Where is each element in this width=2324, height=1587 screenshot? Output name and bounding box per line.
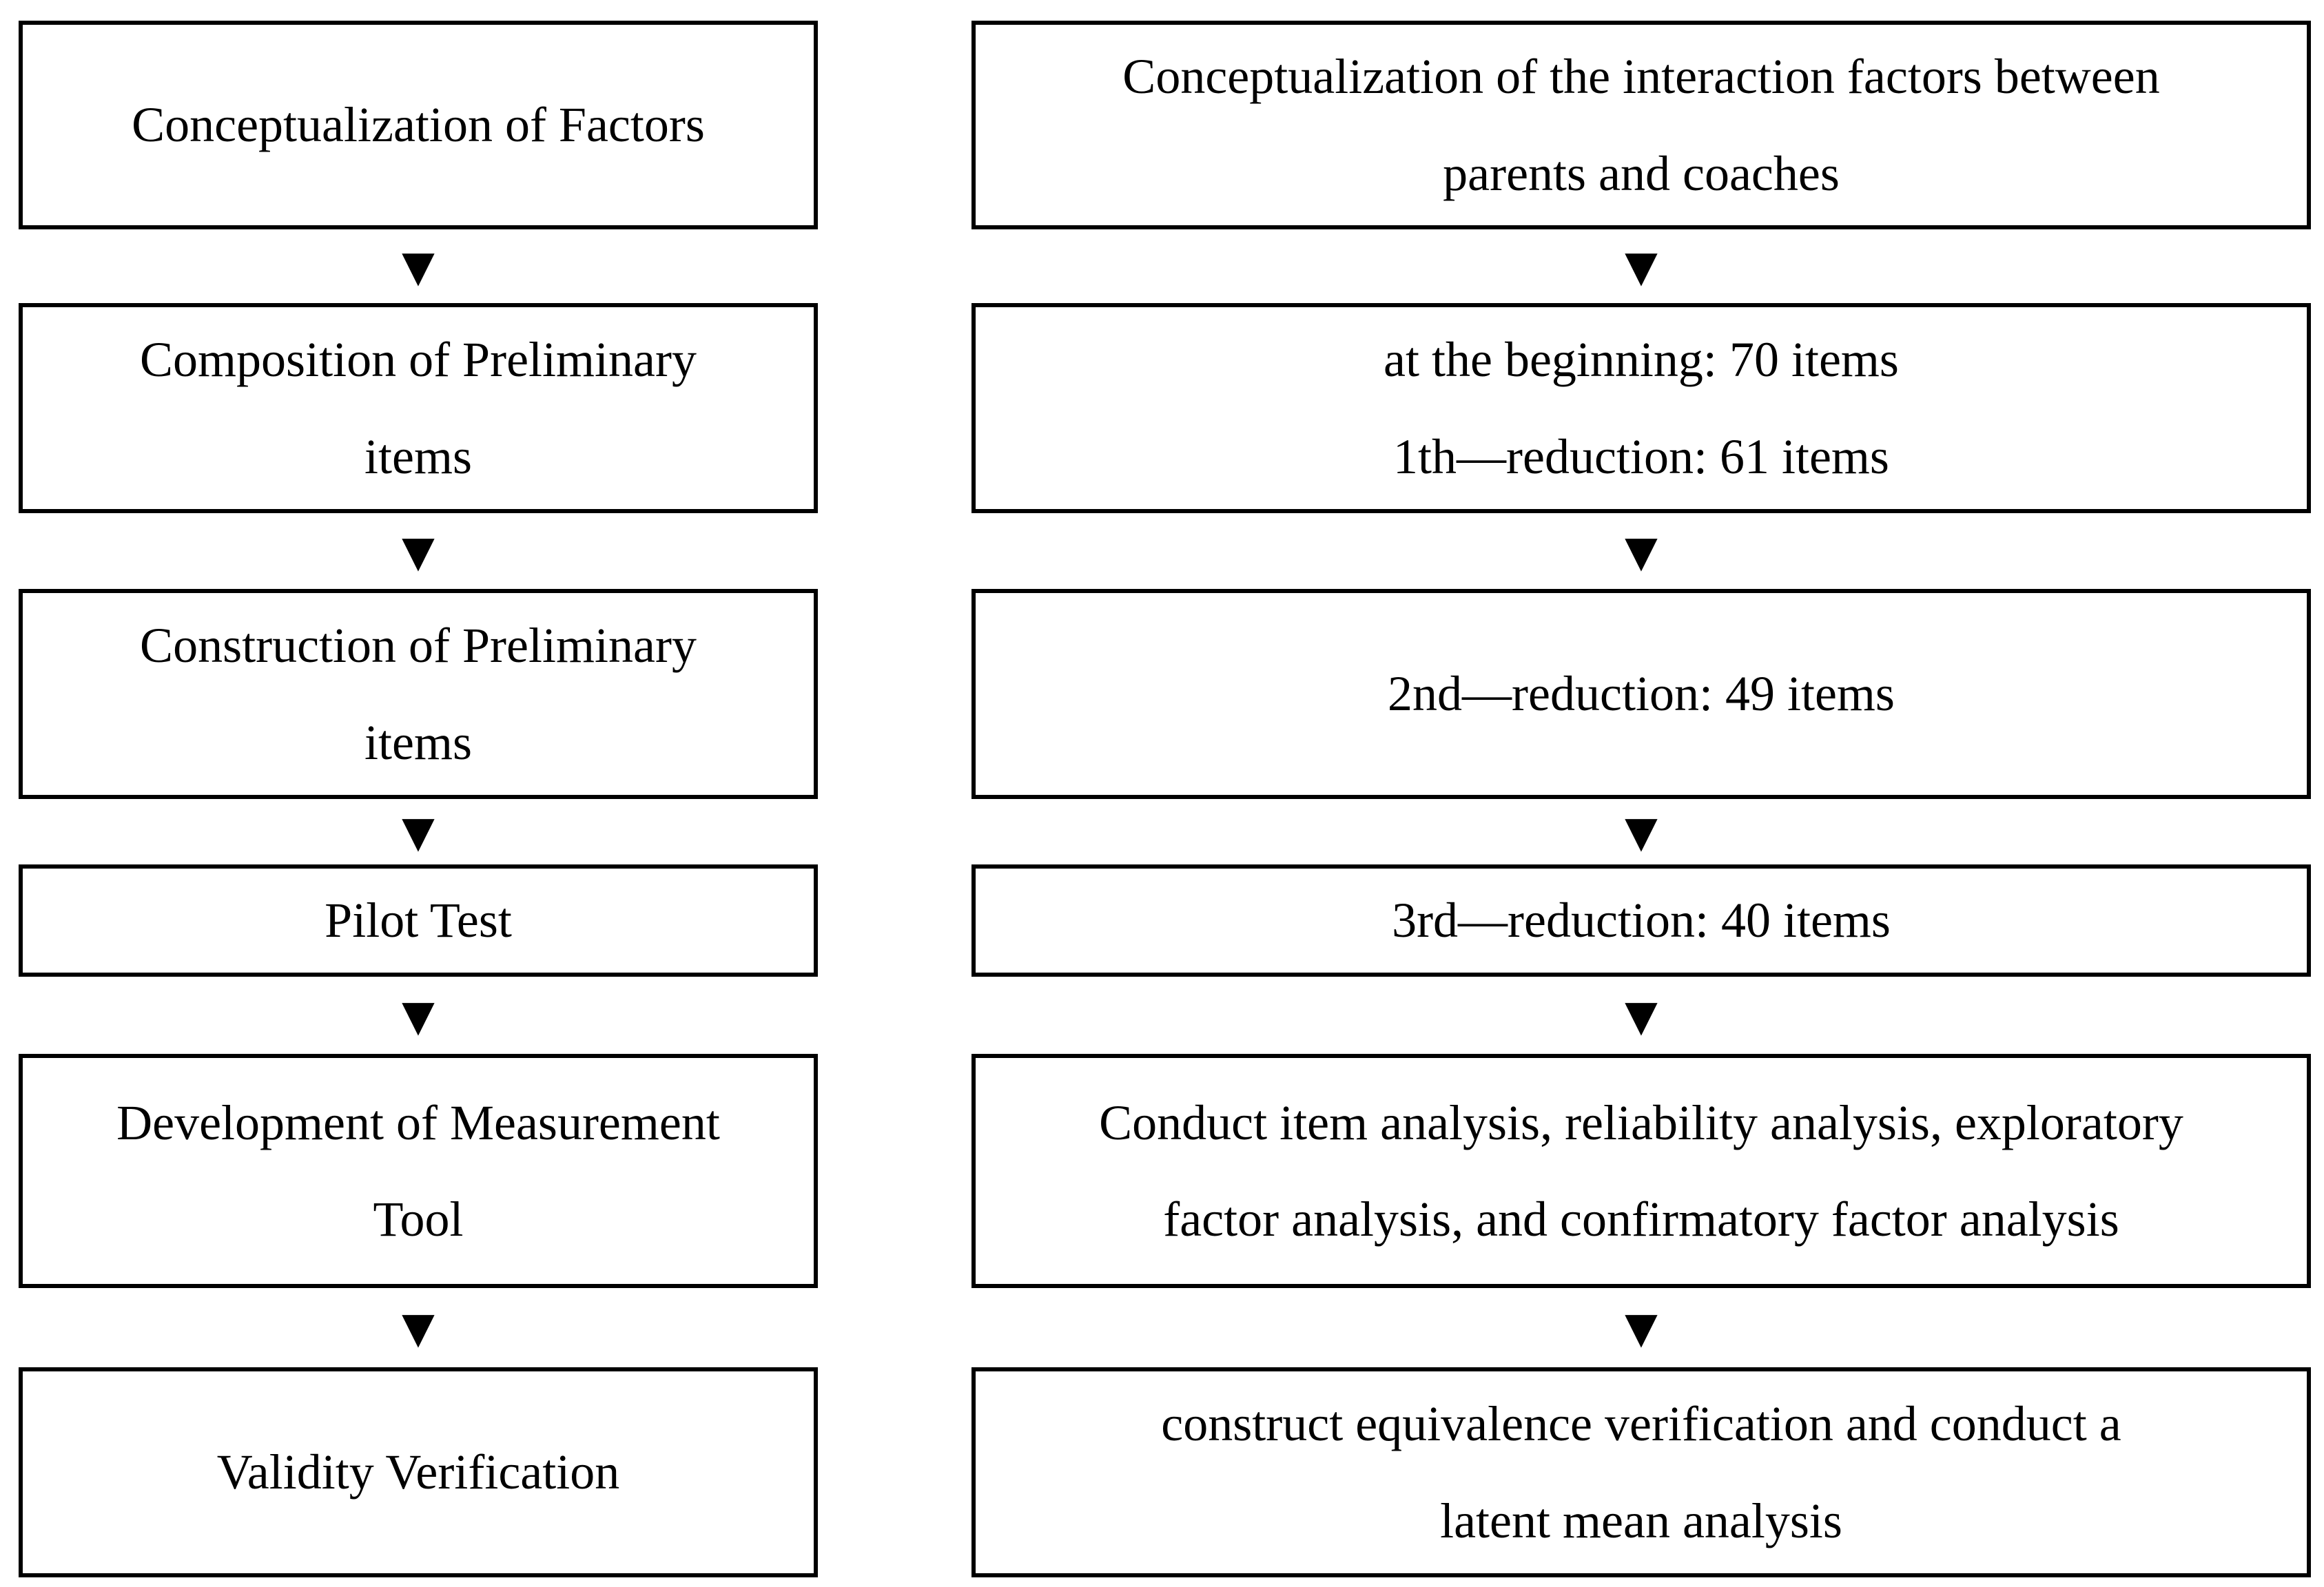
detail-label-line: 3rd—reduction: 40 items	[1392, 893, 1891, 948]
step-pilot-test: Pilot Test	[19, 864, 818, 977]
arrow-down-glyph: ▼	[402, 1303, 435, 1353]
arrow-down-glyph: ▼	[402, 241, 435, 291]
detail-label-line: parents and coaches	[1443, 145, 1840, 201]
arrow-down-glyph: ▼	[1625, 1303, 1658, 1353]
step-label-line: Validity Verification	[216, 1444, 620, 1500]
detail-second-reduction: 2nd—reduction: 49 items	[971, 589, 2311, 799]
arrow-down-icon: ▼	[19, 513, 818, 589]
arrow-down-icon: ▼	[19, 229, 818, 303]
detail-label-line: Conceptualization of the interaction fac…	[1122, 49, 2160, 105]
arrow-down-glyph: ▼	[402, 526, 435, 577]
step-label-line: items	[364, 714, 472, 770]
arrow-down-icon: ▼	[971, 229, 2311, 303]
arrow-down-glyph: ▼	[1625, 241, 1658, 291]
arrow-down-glyph: ▼	[1625, 526, 1658, 577]
detail-label-line: 2nd—reduction: 49 items	[1388, 666, 1895, 722]
arrow-down-icon: ▼	[971, 977, 2311, 1054]
step-conceptualization-of-factors: Conceptualization of Factors	[19, 21, 818, 229]
step-composition-of-preliminary-items: Composition of Preliminary items	[19, 303, 818, 513]
step-label-line: Pilot Test	[325, 893, 512, 948]
arrow-down-icon: ▼	[971, 513, 2311, 589]
detail-label-line: 1th—reduction: 61 items	[1393, 428, 1889, 484]
detail-analyses-conducted: Conduct item analysis, reliability analy…	[971, 1054, 2311, 1288]
arrow-down-icon: ▼	[19, 977, 818, 1054]
step-label-line: Development of Measurement	[116, 1095, 720, 1150]
step-label-line: Construction of Preliminary	[140, 618, 697, 674]
arrow-down-glyph: ▼	[1625, 990, 1658, 1041]
step-label-line: Conceptualization of Factors	[132, 97, 705, 153]
arrow-down-icon: ▼	[19, 1288, 818, 1367]
detail-item-counts-first-reduction: at the beginning: 70 items 1th—reduction…	[971, 303, 2311, 513]
arrow-down-glyph: ▼	[1625, 807, 1658, 857]
detail-third-reduction: 3rd—reduction: 40 items	[971, 864, 2311, 977]
arrow-down-glyph: ▼	[402, 807, 435, 857]
detail-label-line: latent mean analysis	[1440, 1493, 1842, 1548]
arrow-down-icon: ▼	[971, 1288, 2311, 1367]
detail-conceptualization-interaction: Conceptualization of the interaction fac…	[971, 21, 2311, 229]
step-label-line: items	[364, 428, 472, 484]
detail-label-line: factor analysis, and confirmatory factor…	[1163, 1192, 2119, 1247]
step-development-of-measurement-tool: Development of Measurement Tool	[19, 1054, 818, 1288]
step-label-line: Composition of Preliminary	[140, 332, 697, 388]
detail-equivalence-latent-mean: construct equivalence verification and c…	[971, 1367, 2311, 1577]
detail-label-line: Conduct item analysis, reliability analy…	[1099, 1095, 2183, 1150]
step-label-line: Tool	[373, 1192, 464, 1247]
detail-label-line: at the beginning: 70 items	[1384, 332, 1899, 388]
arrow-down-icon: ▼	[971, 799, 2311, 864]
step-construction-of-preliminary-items: Construction of Preliminary items	[19, 589, 818, 799]
arrow-down-icon: ▼	[19, 799, 818, 864]
arrow-down-glyph: ▼	[402, 990, 435, 1041]
step-validity-verification: Validity Verification	[19, 1367, 818, 1577]
detail-label-line: construct equivalence verification and c…	[1161, 1396, 2121, 1452]
